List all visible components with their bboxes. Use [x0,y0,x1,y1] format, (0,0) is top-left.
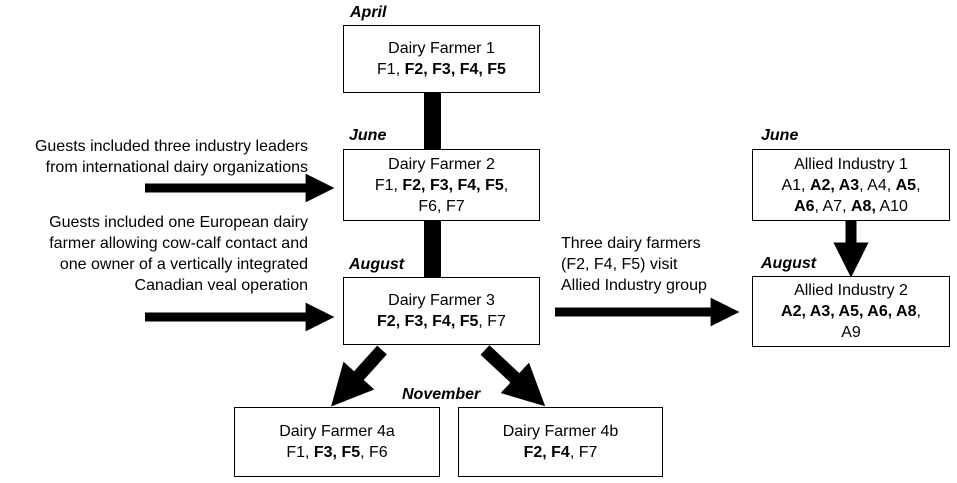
note-line: from international dairy organizations [45,159,308,176]
box-allied-industry-1: Allied Industry 1 A1, A2, A3, A4, A5,A6,… [752,149,950,221]
note-line: one owner of a vertically integrated [59,256,308,273]
participant-text: , [916,176,921,194]
box-dairy-farmer-2: Dairy Farmer 2 F1, F2, F3, F4, F5,F6, F7 [343,149,540,221]
participant-text: F1, [377,61,405,78]
participant-text: , [503,176,509,194]
box-title: Dairy Farmer 2 [388,155,495,173]
month-june-left: June [349,127,387,144]
participant-text-bold: A2, A3 [809,176,860,194]
month-august-left: August [349,256,405,273]
box-title: Dairy Farmer 4a [279,423,395,440]
box-allied-industry-2: Allied Industry 2 A2, A3, A5, A6, A8, A9 [752,276,950,347]
participant-text: , F7 [478,313,506,330]
connector-df2-df3 [424,220,441,278]
box-title: Dairy Farmer 3 [388,292,495,309]
note-line: Guests included one European dairy [49,214,308,231]
arrow-df3-df4a [331,345,387,407]
participant-line: F1, F3, F5, F6 [286,442,387,463]
participant-text-bold: A2, A3, A5, A6, A8 [781,303,917,320]
box-title: Allied Industry 2 [794,282,908,299]
participant-line: F1, F2, F3, F4, F5 [377,59,506,80]
note-line: Guests included three industry leaders [34,138,308,155]
participant-line: A1, A2, A3, A4, A5, [781,175,920,196]
participant-line: A9 [781,322,921,343]
participant-text: , F6 [360,444,388,461]
month-april: April [350,4,387,21]
participant-line: F2, F3, F4, F5, F7 [377,311,506,332]
box-dairy-farmer-4a: Dairy Farmer 4a F1, F3, F5, F6 [234,407,440,477]
participant-text: A1, [781,176,810,194]
participant-text: , A4, [859,176,896,194]
month-june-right: June [761,127,799,144]
note-guests-european-farmer: Guests included one European dairy farmer… [49,212,308,296]
participant-text-bold: F2, F3, F4, F5 [377,313,479,330]
box-title: Allied Industry 1 [794,155,908,173]
note-line: Three dairy farmers [561,235,701,252]
box-participants: A1, A2, A3, A4, A5,A6, A7, A8, A10 [781,175,920,217]
box-participants: F2, F3, F4, F5, F7 [377,311,506,332]
participant-text: A9 [841,324,861,341]
participant-line: F1, F2, F3, F4, F5, [375,175,508,196]
participant-text: F1, [286,444,314,461]
box-participants: F1, F2, F3, F4, F5,F6, F7 [375,175,508,217]
participant-line: A6, A7, A8, A10 [781,196,920,217]
participant-text: F6, F7 [418,197,465,215]
participant-text-bold: A5 [895,176,917,194]
month-november: November [402,386,481,403]
note-line: (F2, F4, F5) visit [561,256,678,273]
box-participants: F1, F2, F3, F4, F5 [377,59,506,80]
participant-text-bold: F2, F4 [523,444,570,461]
participant-text: , A7, [814,197,851,215]
box-title: Dairy Farmer 1 [388,40,495,57]
participant-line: F2, F4, F7 [524,442,598,463]
participant-line: A2, A3, A5, A6, A8, [781,301,921,322]
month-august-right: August [761,255,817,272]
participant-text-bold: A6 [794,197,815,215]
participant-text-bold: F3, F5 [313,444,361,461]
note-guests-industry-leaders: Guests included three industry leaders fr… [35,136,308,178]
participant-line: F6, F7 [375,196,508,217]
note-line: Allied Industry group [561,277,707,294]
note-line: Canadian veal operation [134,277,308,294]
arrow-df3-df4b [480,345,546,407]
participant-text: , F7 [569,444,598,461]
box-dairy-farmer-3: Dairy Farmer 3 F2, F3, F4, F5, F7 [343,277,540,345]
box-title: Dairy Farmer 4b [502,423,619,440]
participant-text-bold: F2, F3, F4, F5 [402,176,504,194]
participant-text-bold: A8, [850,197,876,215]
participant-text: F1, [374,176,403,194]
connector-df1-df2 [424,92,441,150]
box-dairy-farmer-1: Dairy Farmer 1 F1, F2, F3, F4, F5 [343,25,540,93]
participant-text-bold: F2, F3, F4, F5 [404,61,506,78]
box-participants: F2, F4, F7 [524,442,598,463]
box-participants: F1, F3, F5, F6 [286,442,387,463]
note-line: farmer allowing cow-calf contact and [49,235,308,252]
box-participants: A2, A3, A5, A6, A8, A9 [781,301,921,343]
box-dairy-farmer-4b: Dairy Farmer 4b F2, F4, F7 [458,407,663,477]
participant-text: , [916,303,921,320]
participant-text: A10 [875,197,908,215]
